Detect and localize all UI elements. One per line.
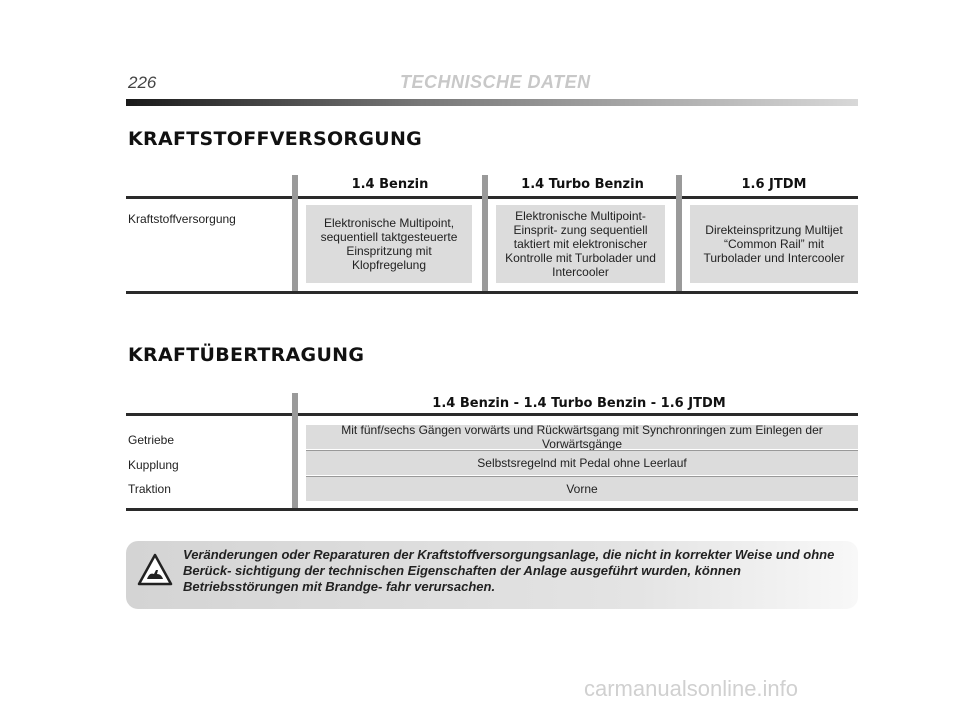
fuel-section-title: KRAFTSTOFFVERSORGUNG [128, 128, 423, 150]
transmission-table-bottom-rule [126, 508, 858, 511]
warning-text: Veränderungen oder Reparaturen der Kraft… [183, 547, 835, 594]
transmission-section-title: KRAFTÜBERTRAGUNG [128, 344, 365, 366]
row-divider [306, 450, 858, 451]
column-header-benzin: 1.4 Benzin [351, 177, 429, 192]
header-rule [126, 99, 858, 106]
transmission-cell-getriebe-text: Mit fünf/sechs Gängen vorwärts und Rückw… [341, 423, 823, 451]
fuel-cell-jtdm: Direkteinspritzung Multijet “Common Rail… [690, 205, 858, 283]
watermark-text: carmanualsonline.info [584, 676, 799, 701]
warning-box [126, 541, 858, 609]
transmission-column-header: 1.4 Benzin - 1.4 Turbo Benzin - 1.6 JTDM [432, 396, 726, 411]
transmission-cell-traktion: Vorne [306, 477, 858, 501]
warning-triangle-icon [137, 552, 173, 588]
fuel-cell-turbo-benzin-text: Elektronische Multipoint-Einsprit- zung … [505, 209, 656, 279]
transmission-cell-traktion-text: Vorne [566, 482, 598, 496]
row-label-getriebe: Getriebe [128, 433, 175, 447]
column-header-jtdm: 1.6 JTDM [741, 177, 807, 192]
transmission-cell-kupplung-text: Selbstsregelnd mit Pedal ohne Leerlauf [477, 456, 687, 470]
transmission-cell-getriebe: Mit fünf/sechs Gängen vorwärts und Rückw… [306, 423, 858, 451]
column-divider [482, 175, 488, 293]
page-number: 226 [128, 73, 157, 92]
column-divider [676, 175, 682, 293]
row-label-traktion: Traktion [128, 482, 171, 496]
fuel-cell-jtdm-text: Direkteinspritzung Multijet “Common Rail… [703, 223, 845, 265]
column-divider [292, 175, 298, 293]
transmission-table-top-rule [126, 413, 858, 416]
row-label-kupplung: Kupplung [128, 458, 179, 472]
fuel-cell-benzin: Elektronische Multipoint, sequentiell ta… [306, 205, 472, 283]
column-header-turbo-benzin: 1.4 Turbo Benzin [521, 177, 644, 192]
fuel-table-top-rule [126, 196, 858, 199]
transmission-cell-kupplung: Selbstsregelnd mit Pedal ohne Leerlauf [306, 451, 858, 475]
column-divider [292, 393, 298, 510]
fuel-table-bottom-rule [126, 291, 858, 294]
page-header-title: TECHNISCHE DATEN [400, 72, 591, 92]
fuel-cell-benzin-text: Elektronische Multipoint, sequentiell ta… [320, 216, 458, 272]
fuel-cell-turbo-benzin: Elektronische Multipoint-Einsprit- zung … [496, 205, 665, 283]
row-divider [306, 476, 858, 477]
row-label-kraftstoffversorgung: Kraftstoffversorgung [128, 212, 236, 226]
